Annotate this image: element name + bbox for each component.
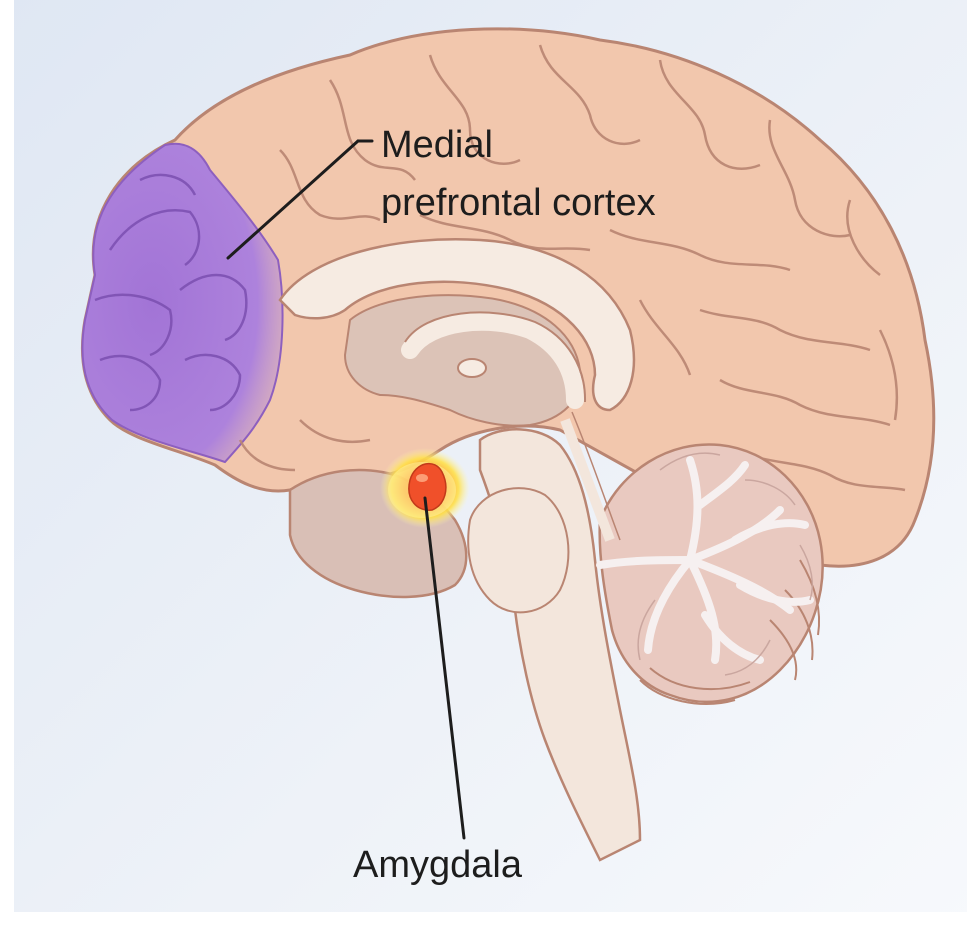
bottom-white-margin — [0, 912, 967, 934]
pons — [468, 488, 568, 612]
medial-prefrontal-cortex-label-line1: Medial — [381, 122, 493, 168]
left-white-margin — [0, 0, 14, 934]
interthalamic-adhesion — [458, 359, 486, 377]
medial-prefrontal-cortex-label-line2: prefrontal cortex — [381, 180, 656, 226]
amygdala — [409, 464, 446, 511]
amygdala-label: Amygdala — [353, 842, 522, 888]
